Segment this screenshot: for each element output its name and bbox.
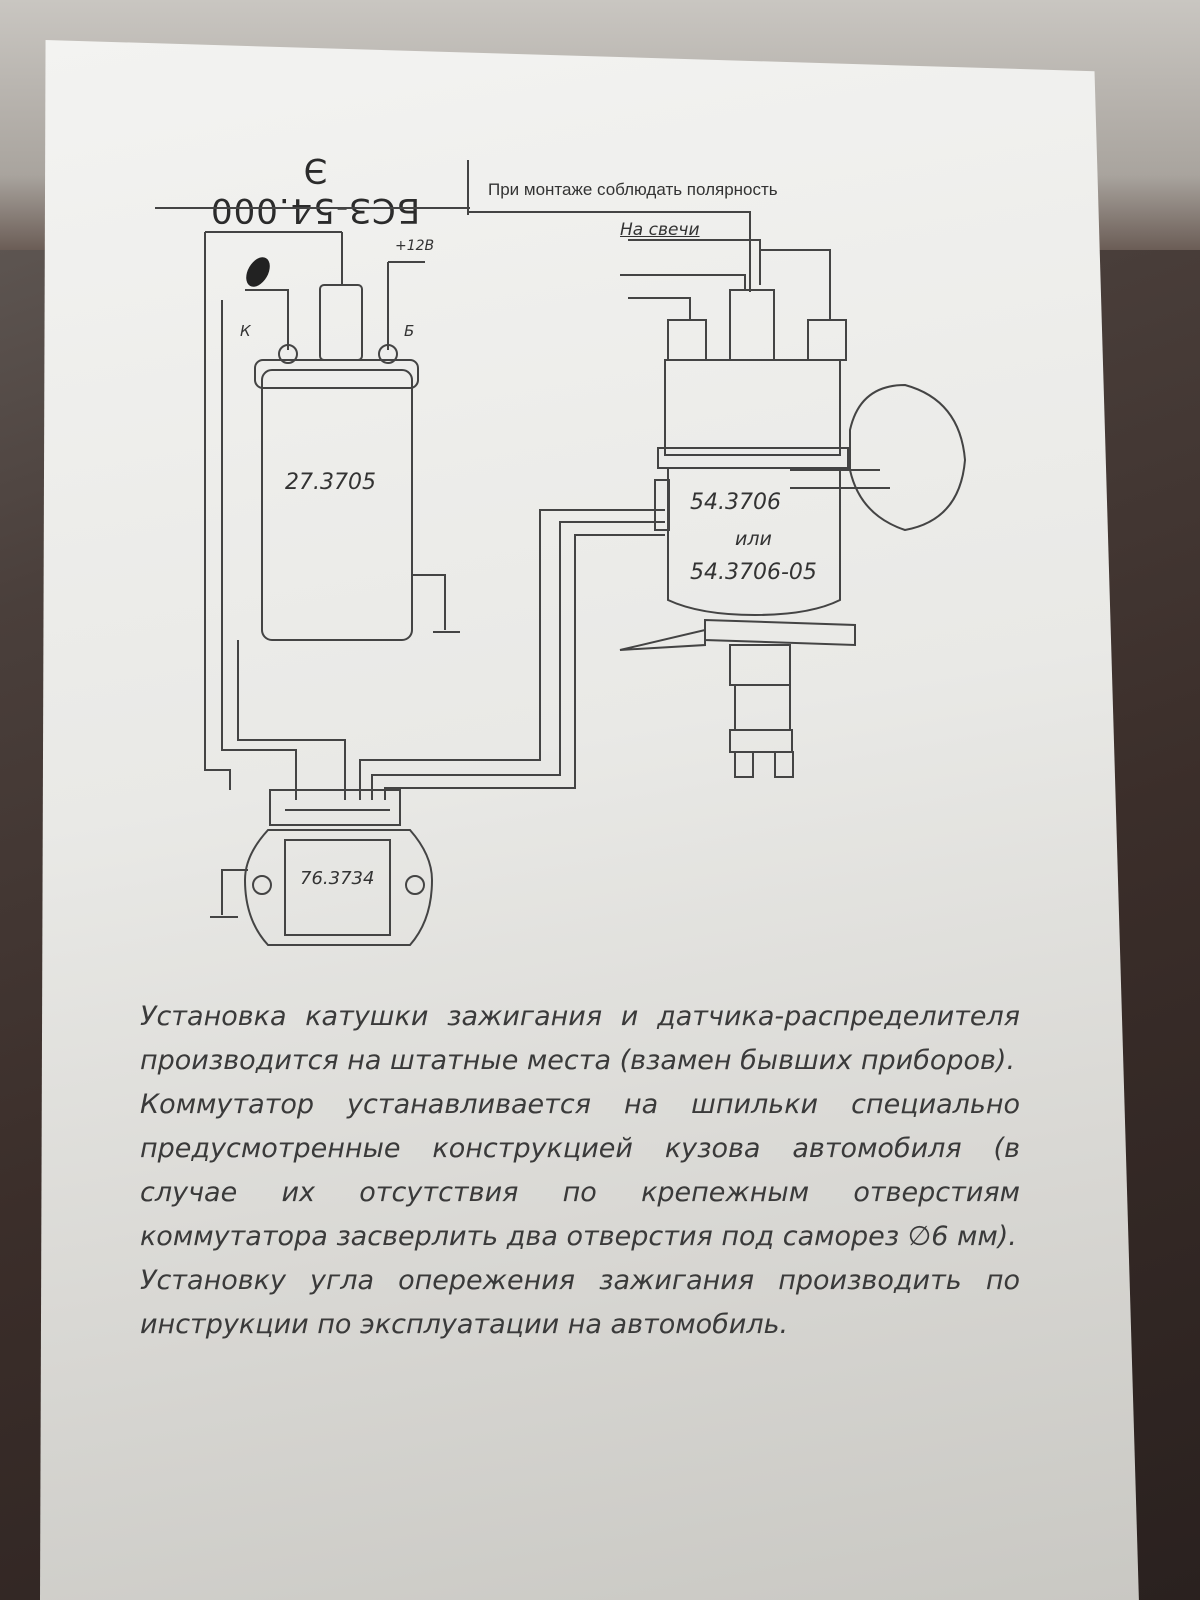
instruction-paragraph-2: Коммутатор устанавливается на шпильки сп… (140, 1089, 1020, 1252)
wire-left-outer (204, 232, 231, 790)
label-terminal-k: К (240, 322, 251, 340)
wire-plugs-1 (628, 239, 761, 285)
wire-plugs-3 (628, 297, 691, 320)
distributor-body (667, 467, 841, 617)
wire-k (245, 289, 289, 350)
wire-top (468, 211, 751, 292)
instruction-paragraph-3: Установку угла опережения зажигания прои… (140, 1265, 1020, 1340)
vacuum-advance (849, 383, 967, 532)
instruction-paragraph-1: Установка катушки зажигания и датчика-ра… (140, 1001, 1020, 1076)
instructions-text: Установка катушки зажигания и датчика-ра… (140, 995, 1020, 1347)
coil-body (261, 369, 413, 641)
coil-hv-tower (319, 284, 363, 361)
distributor-cap (664, 359, 841, 456)
wire-plugs-2 (620, 274, 746, 290)
label-distributor-model-2: 54.3706-05 (690, 560, 817, 585)
wire-plugs-4 (760, 249, 831, 320)
label-switch-model: 76.3734 (300, 868, 375, 889)
instruction-sheet (40, 40, 1139, 1600)
label-plus-12v: +12В (395, 238, 435, 254)
wiring-diagram (155, 160, 967, 946)
wire-left-inner (221, 300, 297, 800)
label-coil-model: 27.3705 (285, 470, 376, 495)
wire-sensor-1 (359, 509, 665, 800)
label-distributor-or: или (735, 528, 772, 550)
label-distributor-model-1: 54.3706 (690, 490, 781, 515)
switch-ground (221, 869, 248, 915)
switch-connector (269, 789, 401, 826)
polarity-note: При монтаже соблюдать полярность (488, 180, 778, 199)
label-to-plugs: На свечи (620, 220, 700, 240)
marker-dot (246, 257, 270, 287)
label-terminal-b: Б (404, 322, 415, 340)
